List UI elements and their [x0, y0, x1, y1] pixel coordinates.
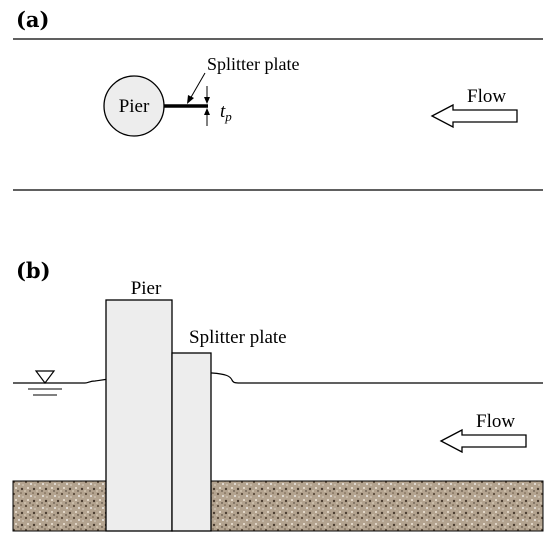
sediment-bed [12, 480, 544, 532]
thickness-dimension [204, 86, 210, 126]
splitter-plate-label-b: Splitter plate [189, 327, 287, 348]
splitter-plate-elevation [171, 352, 212, 532]
flow-label-a: Flow [467, 86, 506, 107]
pier-label-b: Pier [131, 278, 162, 299]
thickness-symbol: tp [220, 101, 232, 124]
panel-a: (a) Pier Splitter plate tp Flow [13, 7, 543, 191]
flow-arrow-a [430, 103, 518, 129]
panel-a-label: (a) [16, 7, 49, 32]
pier-elevation [105, 299, 173, 532]
pier-label-a: Pier [119, 96, 150, 117]
splitter-leader-line [189, 72, 206, 100]
splitter-leader-arrowhead [187, 95, 194, 104]
flow-label-b: Flow [476, 411, 515, 432]
flow-arrow-b [439, 428, 527, 454]
water-surface [13, 371, 543, 384]
panel-b: (b) Pier Splitter plate Flow [12, 258, 544, 532]
panel-b-label: (b) [16, 258, 51, 283]
splitter-plate-label-a: Splitter plate [207, 54, 299, 74]
water-level-symbol [28, 370, 62, 396]
